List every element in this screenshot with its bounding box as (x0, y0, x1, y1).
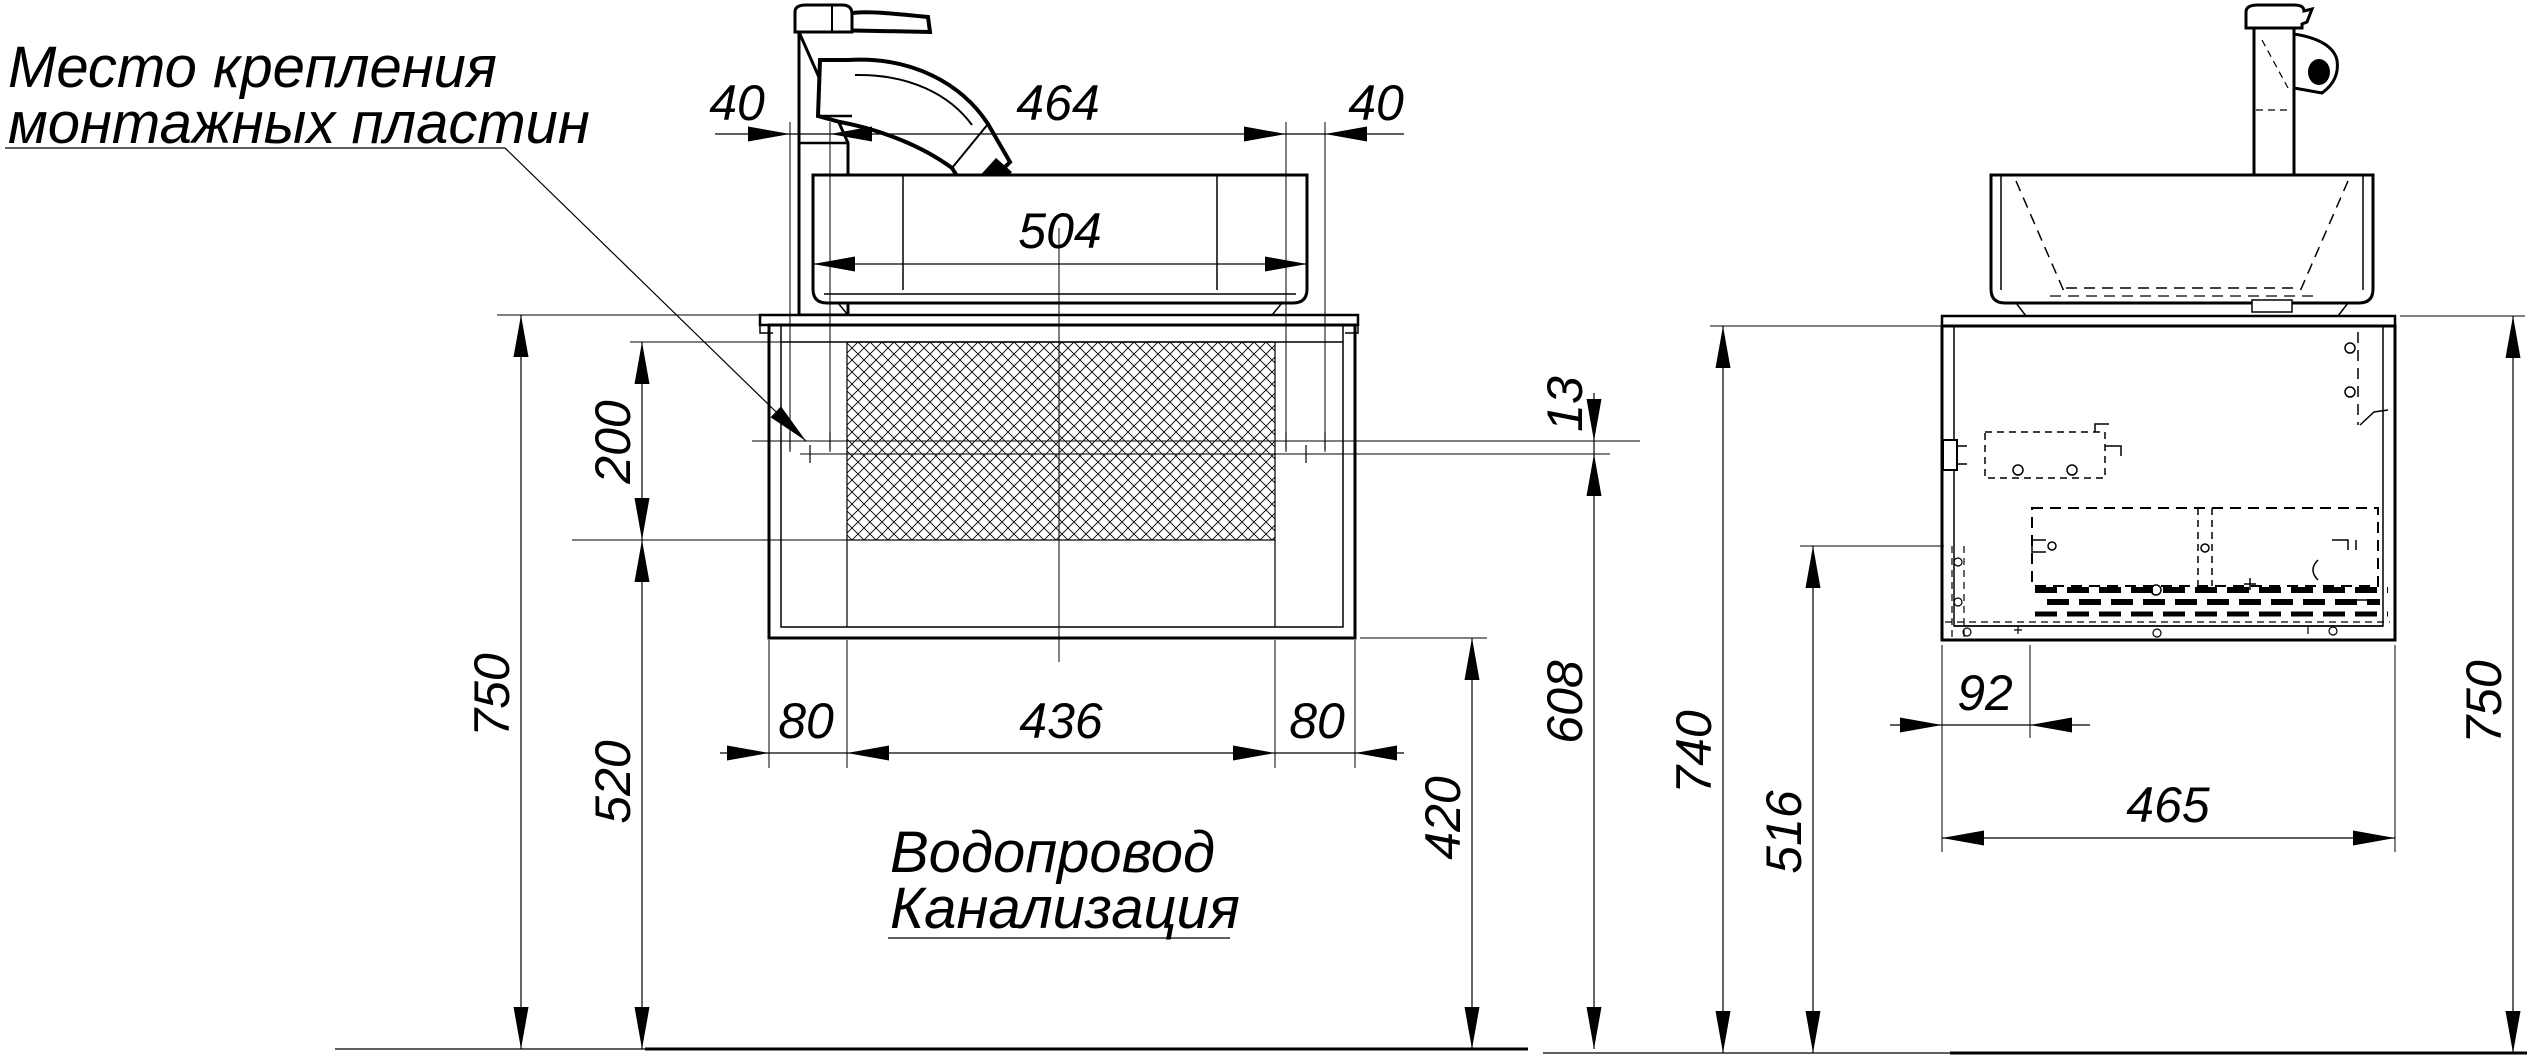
dim-total-height-side-text: 750 (2456, 660, 2512, 744)
side-view: 92 465 740 516 (1543, 3, 2527, 1055)
basin-front (811, 173, 1309, 316)
dim-cabinet-height: 740 (1666, 325, 1944, 1053)
mounting-note: Место крепления монтажных пластин (5, 35, 812, 447)
dim-top-right: 40 (1348, 75, 1404, 131)
dim-plate-line-height-text: 608 (1537, 660, 1593, 744)
dim-zone-chain: 200 520 (572, 341, 849, 1049)
dim-mounting-span: 40 464 40 (709, 75, 1404, 452)
faucet-cap (793, 3, 854, 34)
utilities-line2: Канализация (890, 876, 1240, 941)
dim-plate-gap-text: 13 (1537, 376, 1593, 432)
faucet-side-aerator (2308, 59, 2330, 85)
dim-basin-width-text: 504 (1018, 203, 1101, 259)
dim-zone-height-text: 200 (585, 400, 641, 485)
wall-bracket (1942, 423, 2122, 479)
mounting-note-line2: монтажных пластин (8, 91, 590, 156)
basin-drain (2251, 299, 2293, 313)
dim-total-height-text: 750 (464, 653, 520, 737)
cabinet-side (1940, 324, 2397, 642)
faucet-side (2244, 3, 2339, 306)
faucet-side-cap (2244, 3, 2315, 30)
dim-back-offset: 92 (1890, 645, 2090, 738)
dim-depth-text: 465 (2126, 777, 2210, 833)
dim-back-offset-text: 92 (1957, 665, 2013, 721)
basin-side (1989, 173, 2375, 317)
dim-plate-heights: 13 608 (1537, 376, 1602, 1049)
dim-bottom-span: 436 (1019, 693, 1103, 749)
utilities-note: Водопровод Канализация (888, 820, 1240, 941)
dim-bottom-chain: 80 436 80 (720, 640, 1404, 768)
dim-basin-width: 504 (813, 203, 1307, 272)
drawer-hidden-outline (2031, 507, 2379, 601)
mounting-note-line1: Место крепления (8, 35, 497, 100)
drawer-slide-rails (1945, 587, 2390, 638)
dim-bracket-height-text: 516 (1756, 790, 1812, 874)
dim-cabinet-bottom-text: 420 (1415, 776, 1471, 860)
dim-top-left: 40 (709, 75, 765, 131)
dim-bracket-height: 516 (1756, 545, 1944, 1053)
dim-top-span: 464 (1016, 75, 1099, 131)
dim-cabinet-bottom-height: 420 (1360, 637, 1487, 1049)
dim-bottom-left: 80 (778, 693, 834, 749)
dim-total-height-side: 750 (2400, 315, 2525, 1053)
dim-total-height-front: 750 (464, 314, 762, 1049)
dim-zone-bottom-text: 520 (585, 740, 641, 824)
dim-depth: 465 (1941, 645, 2396, 852)
dim-bottom-right: 80 (1289, 693, 1345, 749)
utilities-line1: Водопровод (890, 820, 1215, 885)
front-view: Место крепления монтажных пластин 40 464… (5, 3, 1640, 1051)
dim-cabinet-height-text: 740 (1666, 710, 1722, 794)
